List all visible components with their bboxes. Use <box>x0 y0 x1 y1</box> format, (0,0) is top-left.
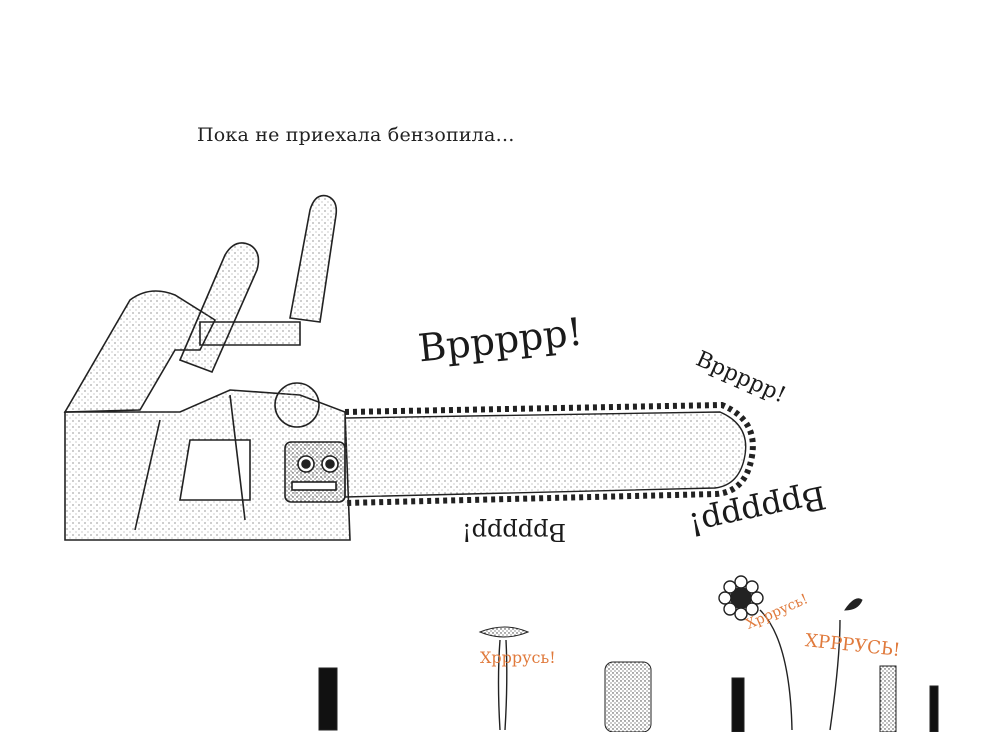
chainsaw-body <box>63 194 351 541</box>
stump <box>604 661 652 732</box>
post-3 <box>929 685 939 732</box>
post-1 <box>318 667 338 731</box>
chainsaw-guide-bar <box>344 401 756 506</box>
sound-vr-3: Вррррр! <box>462 518 567 546</box>
ground-plants <box>318 575 939 732</box>
sound-crunch-1: Хрррусь! <box>480 648 556 667</box>
flower <box>718 575 793 731</box>
stump-2 <box>879 665 897 732</box>
mushroom <box>478 626 530 638</box>
post-2 <box>731 677 745 732</box>
twig <box>829 619 841 731</box>
caption-text: Пока не приехала бензопила… <box>197 124 515 146</box>
